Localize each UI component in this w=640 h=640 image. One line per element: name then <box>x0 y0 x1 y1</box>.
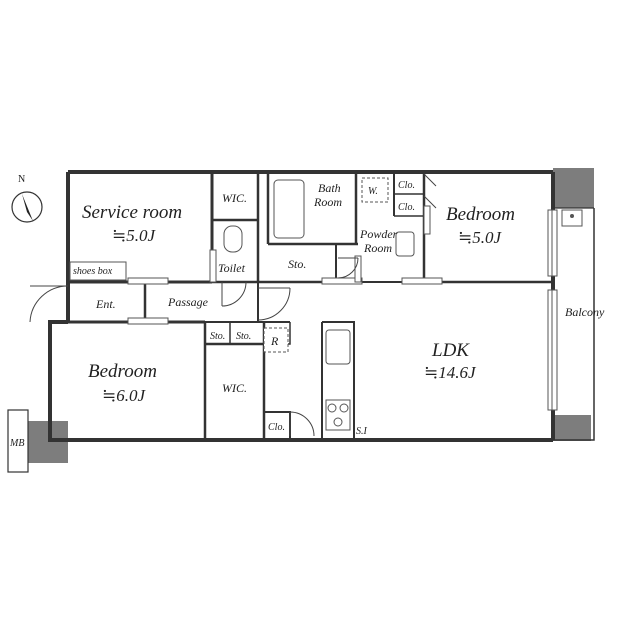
interior-walls <box>68 172 553 440</box>
powder-sink <box>395 231 415 257</box>
fridge-box <box>263 327 289 353</box>
ldk-size: ≒14.6J <box>424 363 477 382</box>
burner-2 <box>339 403 349 413</box>
kitchen-sink <box>325 329 351 365</box>
swing-doors <box>29 173 437 437</box>
compass-circle <box>11 191 43 223</box>
mb-label: MB <box>9 438 24 449</box>
ldk-name: LDK <box>431 340 470 361</box>
bath-label-1: Bath <box>318 181 341 195</box>
bath-label-2: Room <box>313 195 342 209</box>
washer-box <box>361 177 389 203</box>
wic-bottom-label: WIC. <box>222 381 247 395</box>
burner-1 <box>327 403 337 413</box>
sto-mid-label: Sto. <box>288 257 306 271</box>
toilet-label: Toilet <box>218 261 246 275</box>
balcony-label: Balcony <box>565 305 605 319</box>
bedroom-sw-name: Bedroom <box>88 361 157 382</box>
compass-label: N <box>18 174 25 185</box>
powder-label-1: Powder <box>359 227 398 241</box>
powder-label-2: Room <box>363 241 392 255</box>
powder-door <box>337 257 359 279</box>
fridge-label: R <box>270 334 279 348</box>
shoes-box-cabinet <box>69 261 127 281</box>
room-labels: Service room ≒5.0J WIC. Bath Room W. Clo… <box>73 180 605 437</box>
windows <box>547 209 558 411</box>
clo-bottom-door <box>289 411 315 437</box>
sto-small-label-1: Sto. <box>210 331 225 342</box>
cooktop <box>325 399 351 431</box>
bedroom-ne-name: Bedroom <box>446 204 515 225</box>
entrance-door <box>29 285 69 323</box>
bedroom-ne-size: ≒5.0J <box>458 228 502 247</box>
passage-door <box>257 287 291 321</box>
balcony-shade-top <box>553 168 594 208</box>
clo-top-label-2: Clo. <box>398 202 415 213</box>
sys-label: S.I <box>356 426 368 437</box>
clo-top-door <box>423 173 437 209</box>
toilet-bowl <box>223 225 243 253</box>
entrance-label: Ent. <box>95 297 116 311</box>
fixtures <box>69 177 415 431</box>
clo-top-label-1: Clo. <box>398 180 415 191</box>
balcony-drain <box>570 214 574 218</box>
burner-3 <box>333 417 343 427</box>
bathtub <box>273 179 305 239</box>
wic-top-label: WIC. <box>222 191 247 205</box>
service-room-size: ≒5.0J <box>112 226 156 245</box>
balcony-shade-bottom <box>553 415 591 441</box>
clo-bottom-label: Clo. <box>268 422 285 433</box>
toilet-door <box>221 281 247 307</box>
sto-small-label-2: Sto. <box>236 331 251 342</box>
passage-label: Passage <box>167 295 209 309</box>
sliding-doors <box>127 205 443 325</box>
washer-label: W. <box>368 186 378 197</box>
compass-needle-icon <box>22 194 33 221</box>
shoes-box-label: shoes box <box>73 266 113 277</box>
compass: N <box>11 174 43 223</box>
mb-box <box>7 409 29 473</box>
service-room-name: Service room <box>82 202 182 223</box>
bedroom-sw-size: ≒6.0J <box>102 386 146 405</box>
